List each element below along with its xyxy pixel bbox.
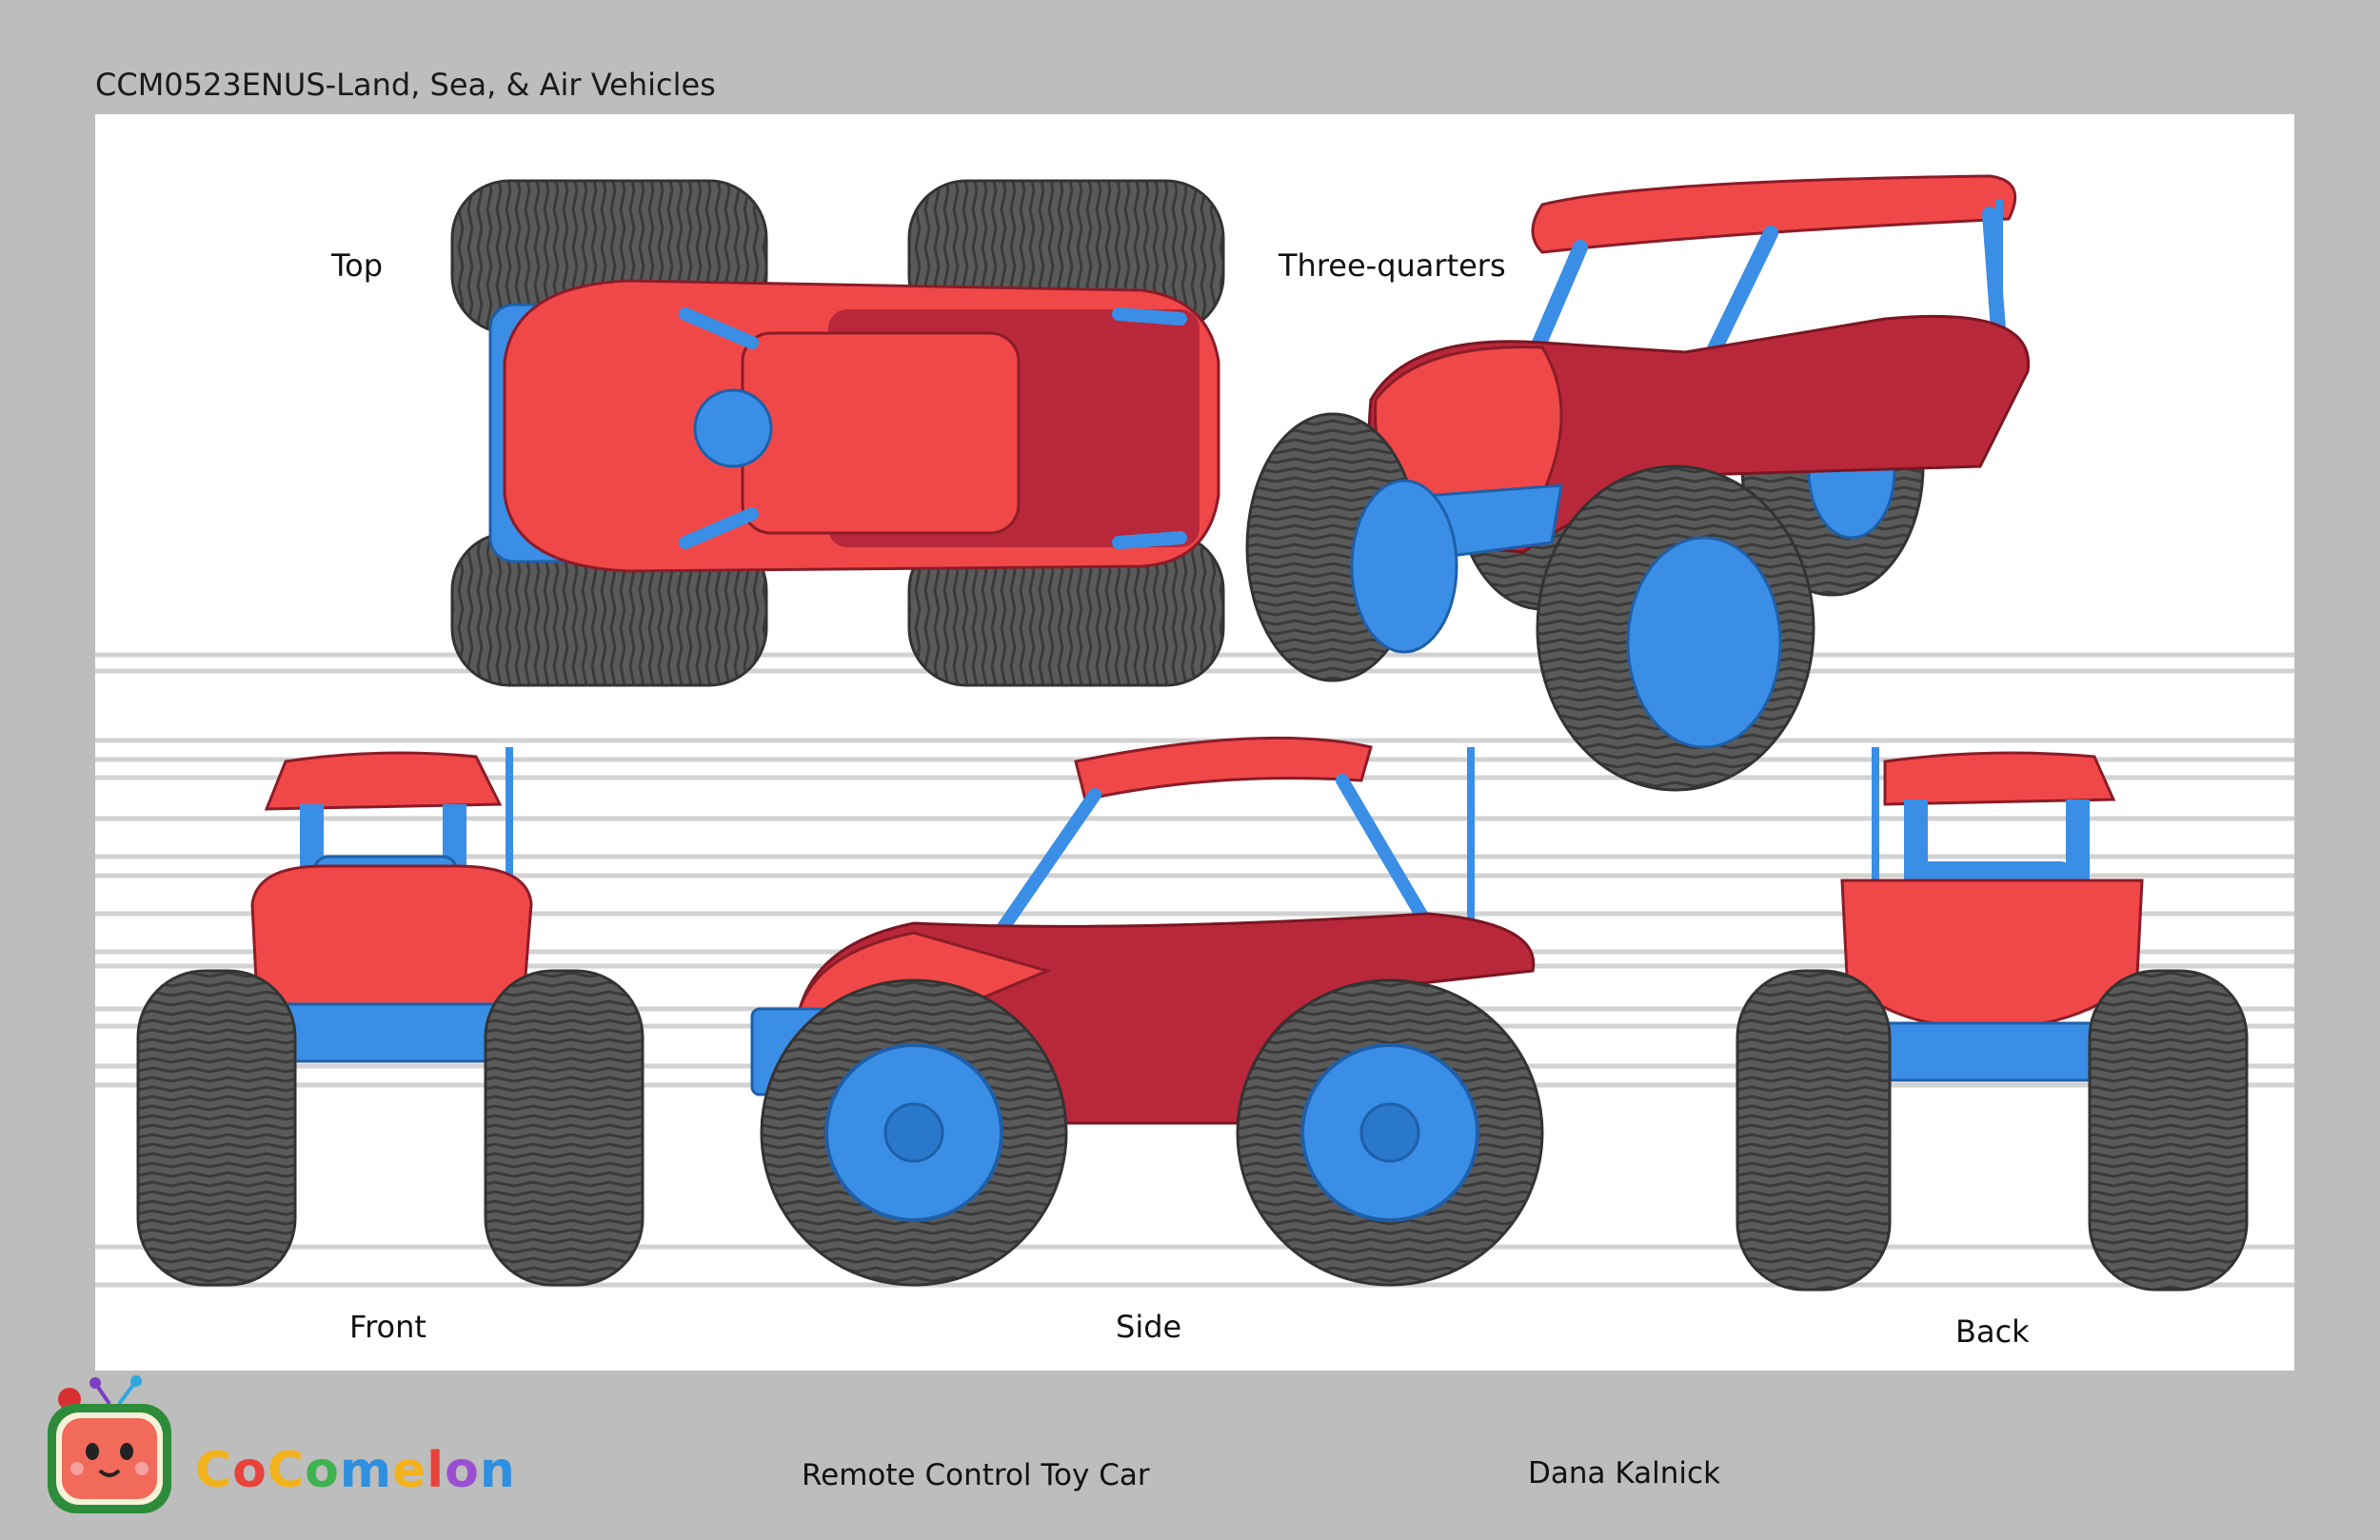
side-view-car: [750, 736, 1544, 1287]
cocomelon-wordmark: CoComelon: [195, 1442, 516, 1499]
brand-letter: C: [267, 1442, 306, 1499]
three-quarters-view-car: [1245, 174, 2031, 792]
brand-letter: l: [426, 1442, 446, 1499]
label-top: Top: [331, 247, 383, 284]
cocomelon-watermelon-logo: [43, 1375, 176, 1518]
brand-letter: o: [305, 1442, 340, 1499]
brand-letter: n: [479, 1442, 516, 1499]
brand-letter: o: [232, 1442, 268, 1499]
back-view-car: [1735, 747, 2249, 1292]
artist-name: Dana Kalnick: [1528, 1456, 1721, 1491]
document-title: CCM0523ENUS-Land, Sea, & Air Vehicles: [95, 67, 716, 103]
watermelon-mascot-icon: [48, 1375, 171, 1513]
label-side: Side: [1116, 1309, 1182, 1345]
front-view-car: [136, 747, 645, 1287]
brand-letter: m: [339, 1442, 392, 1499]
label-back: Back: [1955, 1313, 2030, 1350]
model-sheet: Top Three-quarters Front Side Back: [95, 114, 2294, 1371]
subject-title: Remote Control Toy Car: [802, 1458, 1150, 1492]
turnaround-illustration: [95, 174, 2294, 1292]
brand-letter: o: [445, 1442, 480, 1499]
label-front: Front: [349, 1309, 426, 1345]
brand-letter: e: [392, 1442, 427, 1499]
top-view-car: [450, 179, 1225, 687]
label-three-quarters: Three-quarters: [1279, 247, 1506, 284]
brand-letter: C: [195, 1442, 233, 1499]
